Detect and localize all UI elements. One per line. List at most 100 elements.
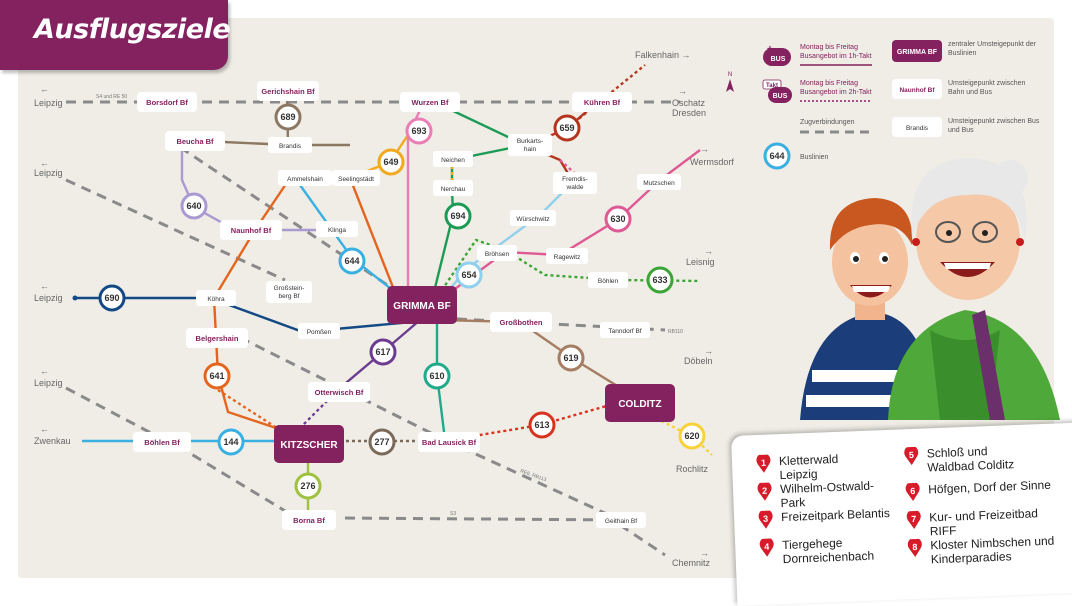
map-pin-icon: 3 — [758, 510, 774, 529]
rail-label-s3: S3 — [450, 511, 456, 517]
map-pin-icon: 5 — [904, 446, 920, 466]
bus-line-649[interactable]: 649 — [377, 148, 405, 176]
stop-fremdiswalde[interactable]: Fremdis- — [562, 176, 588, 183]
stop-neichen[interactable]: Neichen — [441, 157, 465, 164]
svg-text:689: 689 — [280, 112, 295, 122]
arrow-right-icon: → — [700, 144, 709, 154]
station-gerichshain[interactable]: Gerichshain Bf — [261, 87, 315, 96]
bus-line-610[interactable]: 610 — [423, 362, 451, 390]
dest-leipzig-3: Leipzig — [34, 293, 63, 303]
stop-ammelshain[interactable]: Ammelshain — [287, 176, 323, 183]
bus-line-693[interactable]: 693 — [405, 117, 433, 145]
station-beucha[interactable]: Beucha Bf — [176, 137, 214, 146]
svg-text:Brandis: Brandis — [906, 125, 929, 132]
stop-grosssteinberg[interactable]: Großstein- — [274, 285, 305, 292]
mascot-illustration — [800, 158, 1060, 420]
bus-line-633[interactable]: 633 — [646, 266, 674, 294]
poi-item[interactable]: 2 Wilhelm-Ostwald-Park — [757, 478, 898, 511]
bus-line-641[interactable]: 641 — [203, 362, 231, 390]
bus-line-620[interactable]: 620 — [678, 422, 706, 450]
svg-text:620: 620 — [684, 431, 699, 441]
stop-koehra[interactable]: Köhra — [207, 296, 225, 303]
station-grossbothen[interactable]: Großbothen — [500, 318, 543, 327]
legend-railbus: Naunhof Bf Umsteigepunkt zwischen Bahn u… — [892, 79, 1026, 99]
stop-pomssen[interactable]: Pomßen — [307, 329, 332, 336]
svg-text:644: 644 — [344, 256, 359, 266]
stop-mutzschen[interactable]: Mutzschen — [643, 180, 675, 187]
station-boehlen[interactable]: Böhlen Bf — [144, 438, 180, 447]
stop-seelingstaedt[interactable]: Seelingstädt — [338, 176, 374, 183]
bus-line-613[interactable]: 613 — [528, 411, 556, 439]
dest-dresden: Dresden — [672, 108, 706, 118]
map-pin-icon: 4 — [759, 538, 775, 557]
poi-item[interactable]: 6 Höfgen, Dorf der Sinne — [905, 478, 1056, 502]
legend-plusbus-text: Montag bis Freitag Busangebot im 1h-Takt — [800, 44, 872, 60]
poi-item[interactable]: 7 Kur- und Freizeitbad RIFF — [906, 505, 1067, 539]
poi-item[interactable]: 4 Tiergehege Dornreichenbach — [759, 534, 878, 567]
stop-klinga[interactable]: Klinga — [328, 227, 346, 234]
legend-railbus-text: Umsteigepunkt zwischen Bahn und Bus — [948, 80, 1026, 96]
station-wurzen[interactable]: Wurzen Bf — [412, 98, 449, 107]
stop-ragewitz[interactable]: Ragewitz — [554, 254, 581, 261]
station-borsdorf[interactable]: Borsdorf Bf — [146, 98, 188, 107]
dest-doebeln: Döbeln — [684, 356, 713, 366]
bus-line-694[interactable]: 694 — [444, 202, 472, 230]
hub-colditz-box[interactable] — [605, 384, 675, 422]
bus-line-654[interactable]: 654 — [455, 261, 483, 289]
compass-icon: N — [726, 72, 734, 92]
station-belgershain[interactable]: Belgershain — [196, 334, 239, 343]
bus-line-276[interactable]: 276 — [294, 472, 322, 500]
poi-item[interactable]: 5 Schloß und Waldbad Colditz — [904, 442, 1035, 475]
svg-text:N: N — [728, 72, 732, 78]
poi-item[interactable]: 3 Freizeitpark Belantis — [758, 506, 899, 529]
legend: + BUS Montag bis Freitag Busangebot im 1… — [762, 40, 1039, 170]
rail-label-rb110: RB110 — [668, 329, 683, 335]
station-kuehren[interactable]: Kühren Bf — [584, 98, 621, 107]
legend-taktbus-text: Montag bis Freitag Busangebot im 2h-Takt — [800, 80, 872, 96]
hub-kitzscher[interactable]: KITZSCHER — [280, 440, 338, 451]
legend-buslines: 644 Buslinien — [763, 142, 829, 170]
hub-kitzscher-box[interactable] — [274, 425, 344, 463]
poi-label: Wilhelm-Ostwald-Park — [779, 478, 875, 511]
bus-line-640[interactable]: 640 — [180, 192, 208, 220]
poi-label: Schloß und Waldbad Colditz — [926, 444, 1015, 475]
bus-line-144[interactable]: 144 — [217, 428, 245, 456]
stop-boehlen-east[interactable]: Böhlen — [598, 278, 619, 285]
stop-geithain[interactable]: Geithain Bf — [605, 518, 637, 525]
arrow-right-icon: → — [704, 246, 713, 256]
stop-tanndorf[interactable]: Tanndorf Bf — [608, 328, 641, 335]
stop-broehsen[interactable]: Bröhsen — [485, 251, 510, 258]
dest-falkenhain: Falkenhain → — [635, 50, 691, 60]
dest-leisnig: Leisnig — [686, 257, 715, 267]
poi-item[interactable]: 1 Kletterwald Leipzig — [756, 450, 877, 483]
station-borna[interactable]: Borna Bf — [293, 516, 325, 525]
bus-line-630[interactable]: 630 — [604, 205, 632, 233]
legend-busbus: Brandis Umsteigepunkt zwischen Bus und B… — [892, 117, 1039, 137]
legend-hub: GRIMMA BF zentraler Umsteigepunkt der Bu… — [892, 40, 1036, 62]
bus-line-619[interactable]: 619 — [557, 344, 585, 372]
bus-line-617[interactable]: 617 — [369, 338, 397, 366]
stop-wuerschwitz[interactable]: Würschwitz — [516, 216, 549, 223]
bus-line-689[interactable]: 689 — [274, 103, 302, 131]
stop-brandis[interactable]: Brandis — [279, 143, 302, 150]
svg-text:610: 610 — [429, 371, 444, 381]
station-naunhof[interactable]: Naunhof Bf — [231, 226, 272, 235]
hub-colditz[interactable]: COLDITZ — [618, 399, 661, 410]
stop-nerchau[interactable]: Nerchau — [441, 186, 466, 193]
svg-text:633: 633 — [652, 275, 667, 285]
svg-text:654: 654 — [461, 270, 476, 280]
stop-burkartshain[interactable]: Burkarts- — [517, 138, 543, 145]
dest-oschatz: Oschatz — [672, 98, 706, 108]
bus-line-644[interactable]: 644 — [338, 247, 366, 275]
station-otterwisch[interactable]: Otterwisch Bf — [315, 388, 364, 397]
bus-line-659[interactable]: 659 — [553, 114, 581, 142]
arrow-left-icon: ← — [40, 281, 49, 291]
legend-hub-text: zentraler Umsteigepunkt der Buslinien — [948, 41, 1036, 57]
bus-line-277[interactable]: 277 — [368, 428, 396, 456]
station-bad-lausick[interactable]: Bad Lausick Bf — [422, 438, 477, 447]
bus-line-690[interactable]: 690 — [98, 284, 126, 312]
poi-item[interactable]: 8 Kloster Nimbschen und Kinderparadies — [907, 534, 1058, 568]
hub-grimma[interactable]: GRIMMA BF — [393, 301, 450, 312]
map-pin-icon: 2 — [757, 482, 773, 501]
hub-grimma-box[interactable] — [387, 286, 457, 324]
